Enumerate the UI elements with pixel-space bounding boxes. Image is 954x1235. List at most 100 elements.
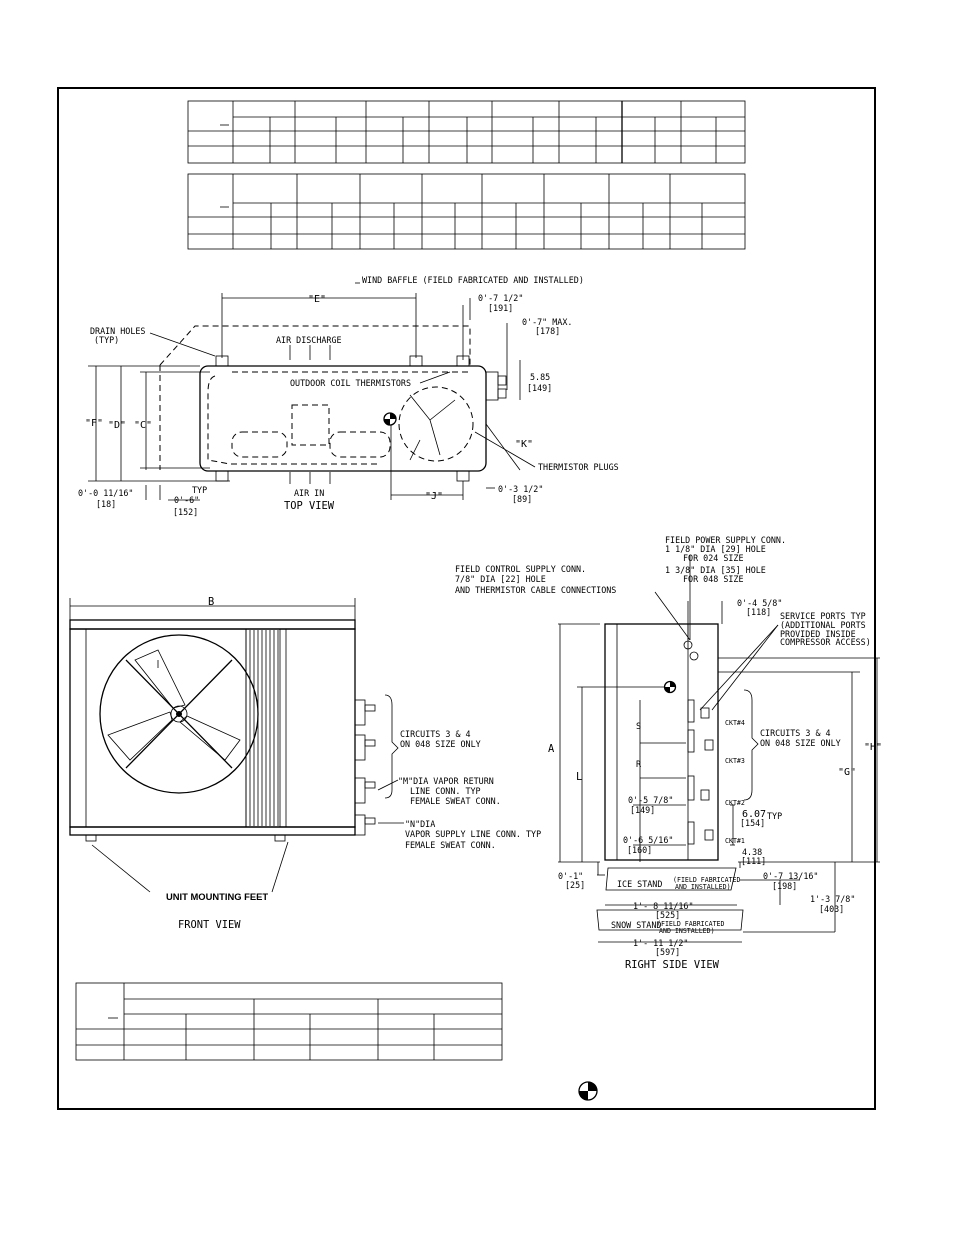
dim-6-07: 6.07	[742, 809, 766, 820]
front-n-2: VAPOR SUPPLY LINE CONN. TYP	[405, 829, 541, 839]
ckt2-label: CKT#2	[725, 799, 745, 807]
dim-118: [118]	[746, 607, 771, 617]
dim-0-3-half: 0'-3 1/2"	[498, 484, 543, 494]
front-m-2: LINE CONN. TYP	[410, 786, 481, 796]
dim-a: A	[548, 743, 555, 755]
dim-403: [403]	[819, 904, 844, 914]
dim-525: [525]	[655, 910, 680, 920]
front-n-3: FEMALE SWEAT CONN.	[405, 840, 496, 850]
dim-191: [191]	[488, 303, 513, 313]
front-m-1: "M"DIA VAPOR RETURN	[398, 776, 494, 786]
dim-1-8-11-16: 1'- 8 11/16"	[633, 901, 694, 911]
dim-0-0-11-16: 0'-0 11/16"	[78, 488, 133, 498]
side-view: FIELD POWER SUPPLY CONN. 1 1/8" DIA [29]…	[455, 535, 882, 971]
dim-r: R	[636, 759, 642, 769]
dim-d: "D"	[108, 420, 126, 431]
power-label-3: FOR 024 SIZE	[683, 553, 744, 563]
dim-4-38: 4.38	[742, 847, 762, 857]
dim-0-7-13-16: 0'-7 13/16"	[763, 871, 818, 881]
dim-s: S	[636, 721, 641, 731]
front-n-1: "N"DIA	[405, 819, 435, 829]
service-label-4: COMPRESSOR ACCESS)	[780, 637, 871, 647]
ice-note-2: AND INSTALLED)	[675, 883, 731, 891]
front-view-title: FRONT VIEW	[178, 919, 241, 931]
air-in-label: AIR IN	[294, 488, 324, 498]
wind-baffle-label: WIND BAFFLE (FIELD FABRICATED AND INSTAL…	[362, 275, 584, 285]
dim-0-6-5-16: 0'-6 5/16"	[623, 835, 673, 845]
dim-154: [154]	[740, 818, 765, 828]
dim-149-side: [149]	[630, 805, 655, 815]
control-label-1: FIELD CONTROL SUPPLY CONN.	[455, 564, 586, 574]
coil-fins	[249, 630, 279, 826]
front-circuits-2: ON 048 SIZE ONLY	[400, 739, 481, 749]
dimension-table-bottom	[75, 982, 503, 1061]
dim-e: "E"	[308, 294, 326, 305]
power-label-1: FIELD POWER SUPPLY CONN.	[665, 535, 786, 545]
dim-0-7-half: 0'-7 1/2"	[478, 293, 523, 303]
dim-h: "H"	[864, 742, 882, 753]
dim-0-4-5-8: 0'-4 5/8"	[737, 598, 782, 608]
dim-f: "F"	[85, 418, 103, 429]
dim-l: L	[576, 771, 582, 783]
side-circuits-2: ON 048 SIZE ONLY	[760, 738, 841, 748]
dim-0-7-max: 0'-7" MAX.	[522, 317, 572, 327]
dim-typ-side: TYP	[767, 811, 782, 821]
drain-holes-typ: (TYP)	[94, 335, 119, 345]
dim-1-3-7-8: 1'-3 7/8"	[810, 894, 855, 904]
power-label-2: 1 1/8" DIA [29] HOLE	[665, 544, 766, 554]
dim-0-1: 0'-1"	[558, 871, 583, 881]
snow-stand-label: SNOW STAND	[611, 920, 661, 930]
dim-1-11-half: 1'- 11 1/2"	[633, 938, 688, 948]
ice-note-1: (FIELD FABRICATED	[673, 876, 741, 884]
service-label-3: PROVIDED INSIDE	[780, 629, 856, 639]
dim-b: B	[208, 596, 214, 608]
dim-178: [178]	[535, 326, 560, 336]
power-label-5: FOR 048 SIZE	[683, 574, 744, 584]
ckt4-label: CKT#4	[725, 719, 745, 727]
snow-note-2: AND INSTALLED)	[659, 927, 715, 935]
control-label-3: AND THERMISTOR CABLE CONNECTIONS	[455, 585, 616, 595]
dim-111: [111]	[741, 856, 766, 866]
dim-198: [198]	[772, 881, 797, 891]
dim-0-5-7-8: 0'-5 7/8"	[628, 795, 673, 805]
dim-160: [160]	[627, 845, 652, 855]
dim-k: "K"	[515, 439, 533, 450]
drawing-border	[57, 87, 876, 1110]
dim-18: [18]	[96, 499, 116, 509]
front-m-3: FEMALE SWEAT CONN.	[410, 796, 501, 806]
mounting-feet-label: UNIT MOUNTING FEET	[166, 891, 268, 902]
dim-c: "C"	[134, 420, 152, 431]
ckt3-label: CKT#3	[725, 757, 745, 765]
service-label-2: (ADDITIONAL PORTS	[780, 620, 866, 630]
dim-5-85: 5.85	[530, 372, 550, 382]
ckt1-label: CKT#1	[725, 837, 745, 845]
side-circuits-1: CIRCUITS 3 & 4	[760, 728, 831, 738]
dim-25: [25]	[565, 880, 585, 890]
top-view: WIND BAFFLE (FIELD FABRICATED AND INSTAL…	[78, 275, 619, 517]
dim-j: "J"	[425, 491, 443, 502]
control-label-2: 7/8" DIA [22] HOLE	[455, 574, 546, 584]
dim-g: "G"	[838, 767, 856, 778]
top-view-title: TOP VIEW	[284, 500, 335, 512]
coil-thermistors-label: OUTDOOR COIL THERMISTORS	[290, 378, 411, 388]
front-view: B	[69, 596, 541, 931]
dim-89: [89]	[512, 494, 532, 504]
drain-holes-label: DRAIN HOLES	[90, 326, 145, 336]
snow-note-1: (FIELD FABRICATED	[657, 920, 725, 928]
dimension-table-top	[187, 100, 746, 164]
typ-label: TYP	[192, 485, 207, 495]
thermistor-plugs-label: THERMISTOR PLUGS	[538, 462, 619, 472]
air-discharge-label: AIR DISCHARGE	[276, 335, 342, 345]
power-label-4: 1 3/8" DIA [35] HOLE	[665, 565, 766, 575]
dim-152: [152]	[173, 507, 198, 517]
side-view-title: RIGHT SIDE VIEW	[625, 959, 720, 971]
dimension-table-middle	[187, 173, 746, 250]
center-of-gravity-icon	[578, 1081, 598, 1101]
dim-0-6: 0'-6"	[174, 495, 199, 505]
dim-149: [149]	[527, 383, 552, 393]
ice-stand-label: ICE STAND	[617, 879, 662, 889]
front-circuits-1: CIRCUITS 3 & 4	[400, 729, 471, 739]
service-label-1: SERVICE PORTS TYP	[780, 611, 866, 621]
dim-597: [597]	[655, 947, 680, 957]
